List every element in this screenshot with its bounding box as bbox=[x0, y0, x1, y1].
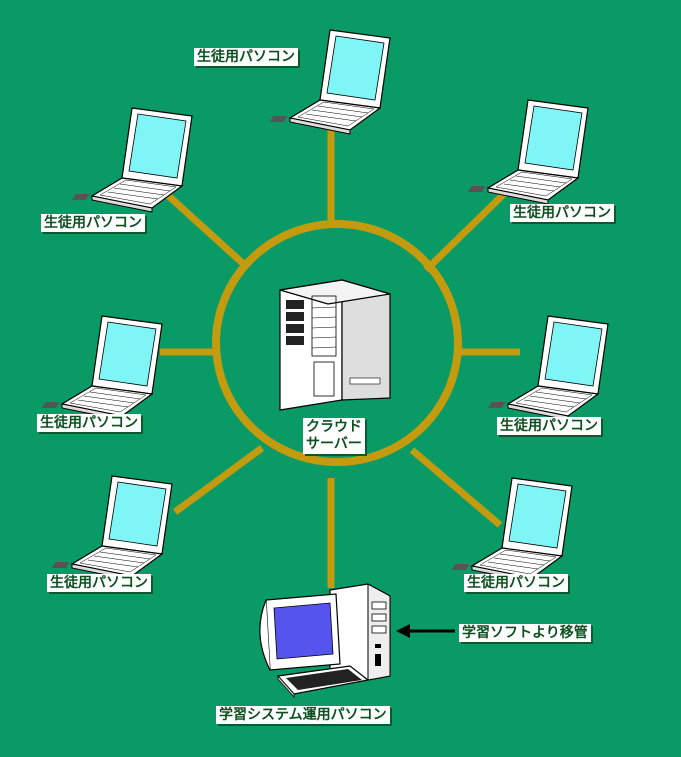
transfer-arrow-head bbox=[396, 624, 410, 638]
server-drive-bay bbox=[286, 324, 304, 333]
server-bay-line bbox=[311, 346, 337, 349]
desktop-keyboard-edge bbox=[277, 674, 295, 699]
server-tower-icon bbox=[279, 279, 391, 411]
desktop-drive-bay bbox=[371, 601, 387, 610]
desktop-screen bbox=[273, 602, 334, 660]
client-label-lower-right: 生徒用パソコン bbox=[464, 574, 568, 592]
server-label-line2: サーバー bbox=[306, 436, 362, 452]
desktop-power-led bbox=[375, 644, 381, 648]
client-label-upper-left: 生徒用パソコン bbox=[41, 214, 145, 232]
client-label-top: 生徒用パソコン bbox=[194, 48, 298, 66]
admin-pc-label: 学習システム運用パソコン bbox=[216, 706, 390, 724]
desktop-drive-bay bbox=[371, 613, 387, 622]
desktop-drive-bay bbox=[371, 625, 387, 634]
server-bay-line bbox=[311, 326, 337, 329]
client-label-middle-left: 生徒用パソコン bbox=[37, 414, 141, 432]
desktop-button bbox=[375, 654, 381, 666]
server-ring bbox=[212, 220, 462, 466]
link-upper-left bbox=[159, 187, 251, 271]
client-label-lower-left: 生徒用パソコン bbox=[47, 574, 151, 592]
server-drive-bay bbox=[286, 312, 304, 321]
server-side-vent bbox=[349, 377, 381, 385]
server-label-line1: クラウド bbox=[306, 419, 362, 435]
link-lower-left bbox=[172, 445, 265, 515]
server-drive-bay bbox=[286, 300, 304, 309]
desktop-computer-icon bbox=[259, 583, 391, 699]
desktop-keys bbox=[286, 669, 362, 690]
client-label-middle-right: 生徒用パソコン bbox=[497, 417, 601, 435]
server-label: クラウド サーバー bbox=[303, 418, 365, 454]
server-bay-line bbox=[311, 336, 337, 339]
server-drive-bay bbox=[286, 336, 304, 345]
link-upper-right bbox=[423, 185, 513, 273]
transfer-annotation-label: 学習ソフトより移管 bbox=[459, 624, 591, 642]
server-lower-panel bbox=[313, 361, 335, 397]
server-bay-line bbox=[311, 306, 337, 309]
client-label-upper-right: 生徒用パソコン bbox=[510, 204, 614, 222]
server-bay-frame bbox=[311, 295, 337, 357]
link-lower-right bbox=[409, 447, 503, 528]
desktop-monitor-back bbox=[259, 599, 271, 671]
server-bay-line bbox=[311, 316, 337, 319]
